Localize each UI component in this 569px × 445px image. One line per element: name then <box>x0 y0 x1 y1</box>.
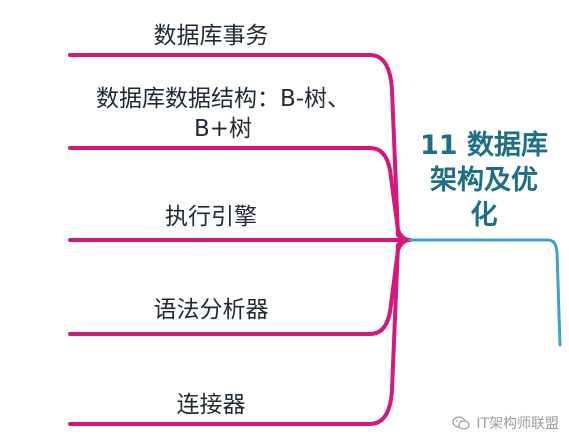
branch-label-line: 执行引擎 <box>165 204 257 230</box>
branch-label-line: 连接器 <box>176 392 246 418</box>
center-topic-line: 化 <box>470 200 498 231</box>
connector-line <box>408 238 562 347</box>
branch-label-parser: 语法分析器 <box>108 295 314 325</box>
wechat-icon <box>452 416 470 430</box>
branch-label-transactions: 数据库事务 <box>108 21 314 51</box>
branch-label-connector: 连接器 <box>108 390 314 420</box>
branch-label-line: B+树 <box>193 116 253 142</box>
branch-label-data-structures: 数据库数据结构：B-树、 B+树 <box>70 84 376 144</box>
branch-label-line: 数据库事务 <box>153 23 269 49</box>
branch-lines <box>68 53 412 426</box>
center-topic-line: 架构及优 <box>430 165 538 196</box>
watermark-text: IT架构师联盟 <box>476 416 559 432</box>
branch-line-4 <box>68 238 412 426</box>
center-topic: 11 数据库 架构及优 化 <box>408 128 560 233</box>
watermark: IT架构师联盟 <box>452 413 559 433</box>
branch-label-line: 语法分析器 <box>153 297 269 323</box>
center-topic-line: 11 数据库 <box>420 130 548 161</box>
branch-label-execution-engine: 执行引擎 <box>108 202 314 232</box>
branch-label-line: 数据库数据结构：B-树、 <box>95 86 351 112</box>
